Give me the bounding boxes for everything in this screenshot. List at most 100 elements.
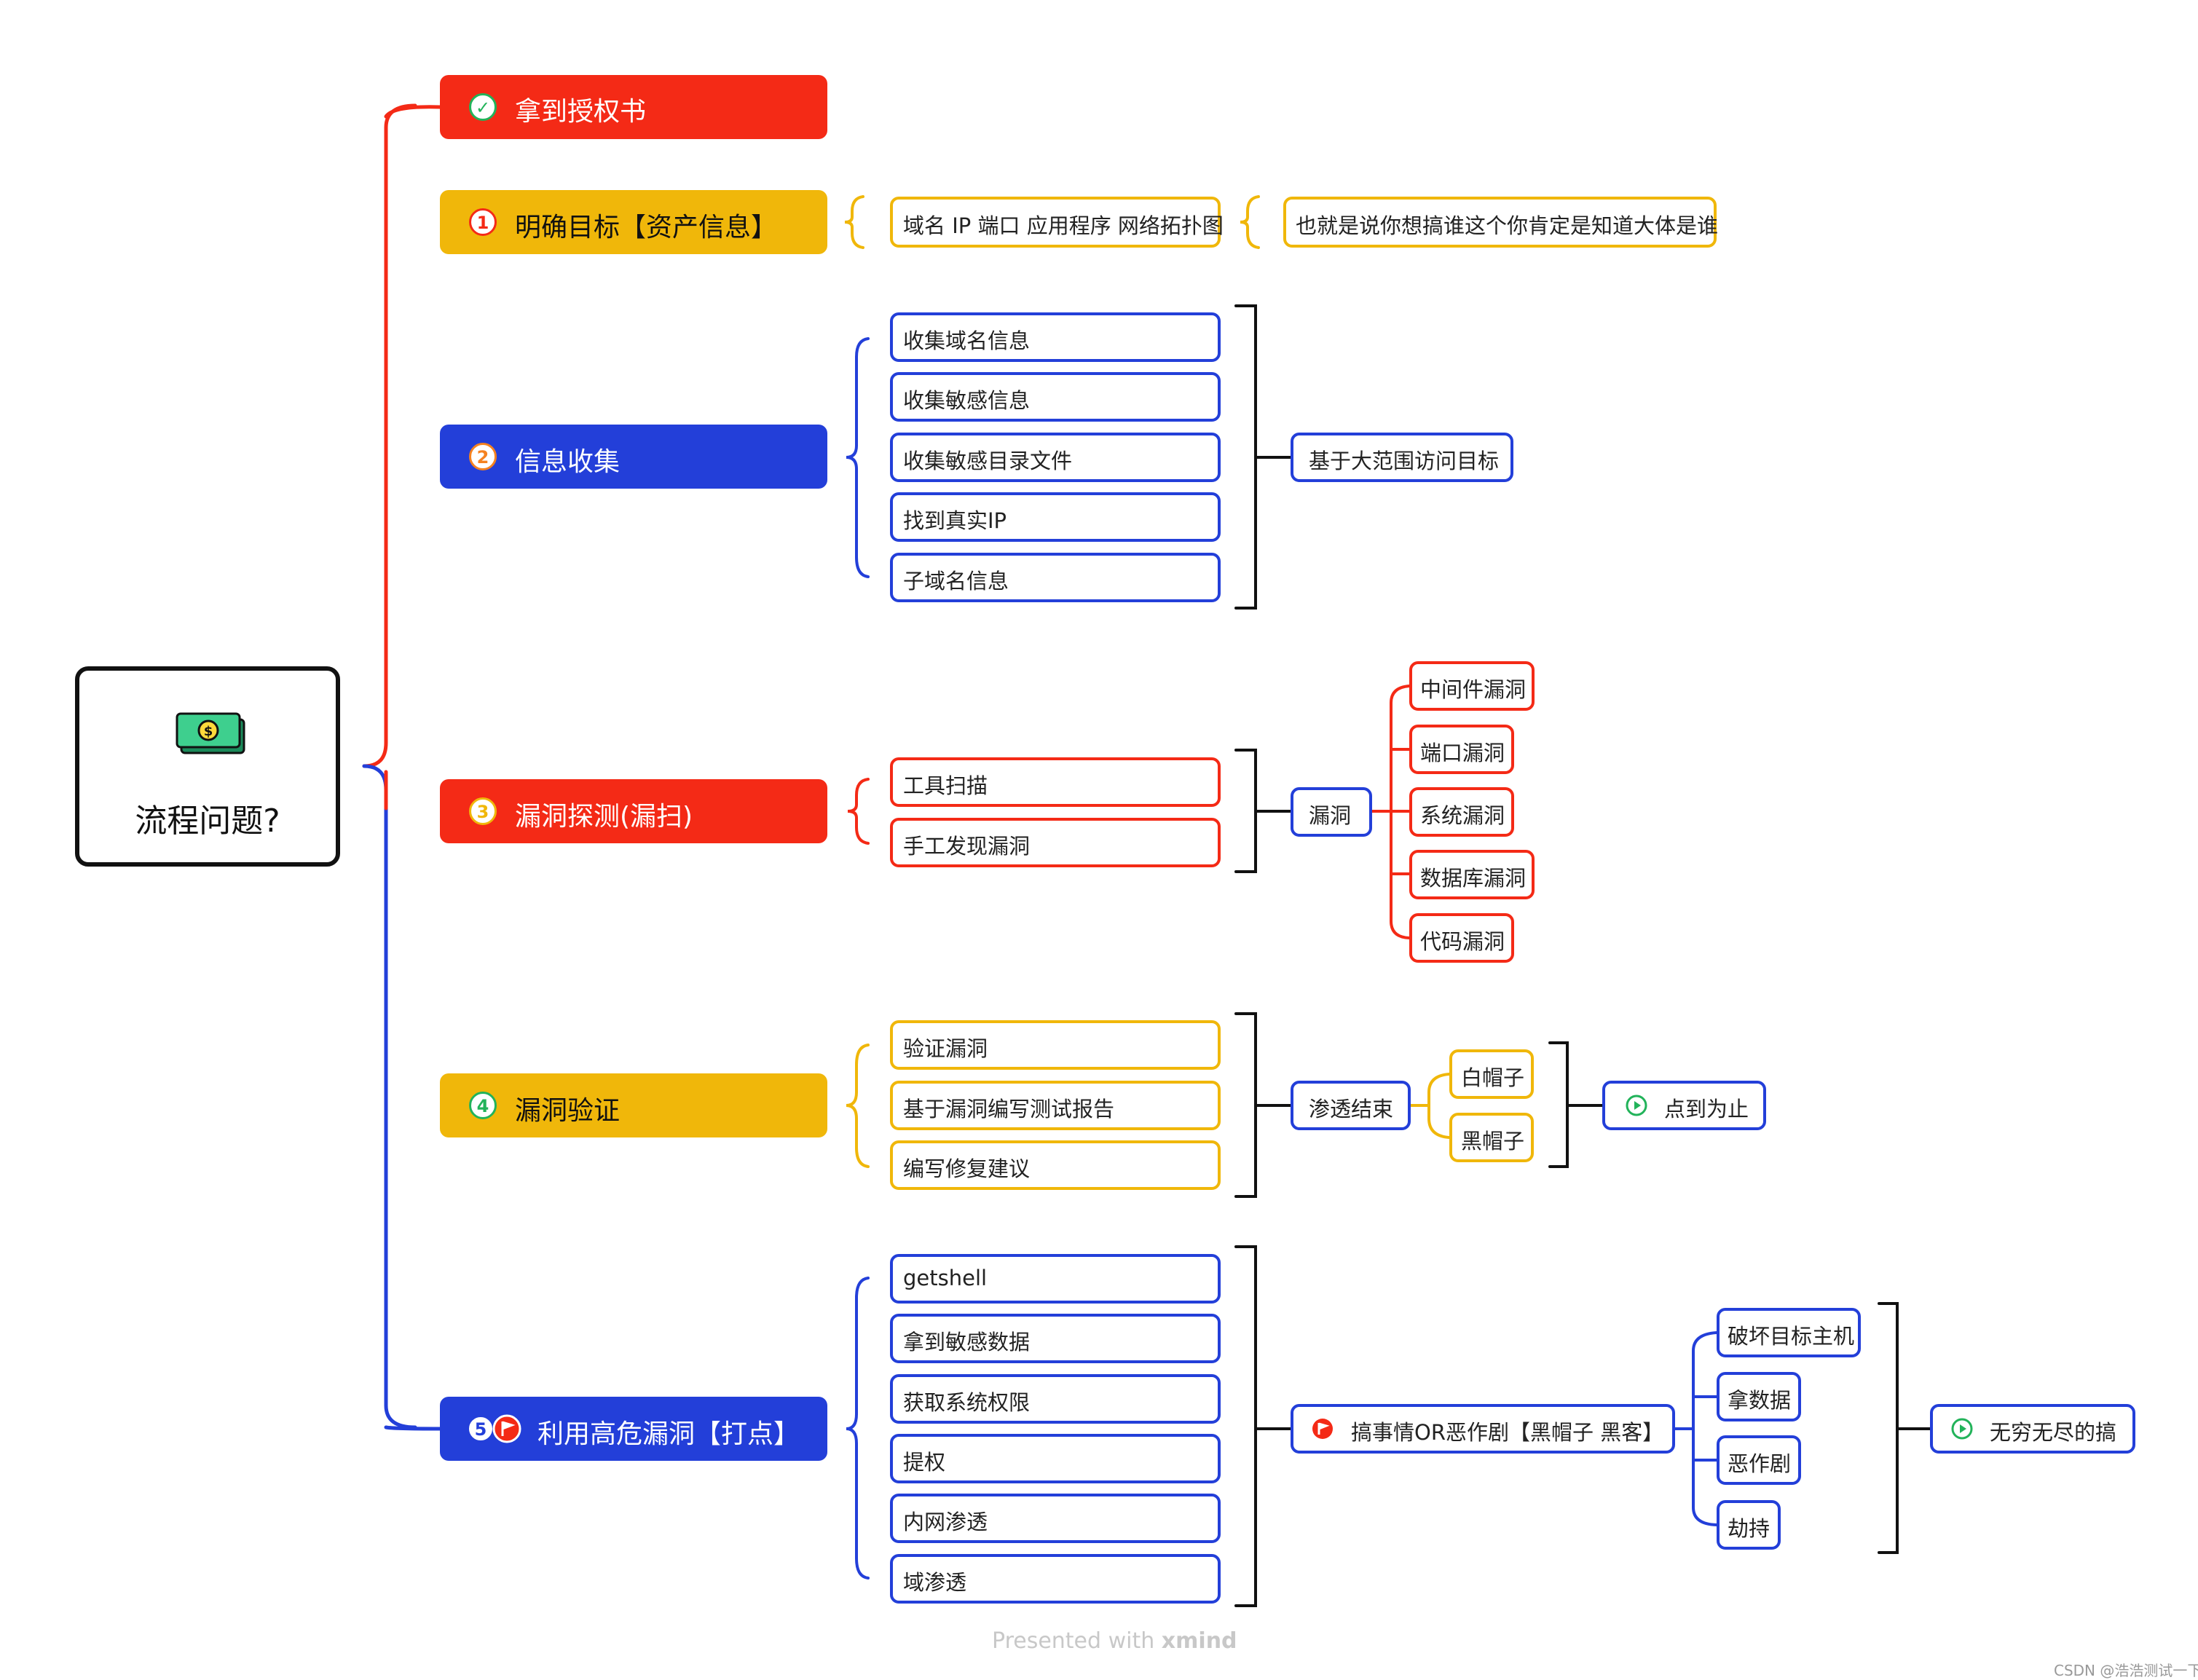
label-vuln-type: 中间件漏洞: [1420, 677, 1527, 702]
node-info-summary[interactable]: [1291, 433, 1513, 482]
label-verify-item: 验证漏洞: [903, 1036, 988, 1061]
label-stop-at-point: 点到为止: [1664, 1097, 1749, 1121]
curve-b5: [384, 1425, 442, 1431]
node-scan-method[interactable]: [890, 757, 1221, 807]
brace-b2: [846, 337, 870, 578]
branch-label-authorization: 拿到授权书: [515, 97, 647, 127]
bracket-b5: [1234, 1245, 1292, 1607]
label-hat: 白帽子: [1461, 1065, 1525, 1090]
branch-vuln-verify[interactable]: [440, 1073, 827, 1137]
label-vuln: 漏洞: [1309, 803, 1352, 828]
number-2-icon: 2: [469, 443, 497, 470]
label-vuln-type: 系统漏洞: [1420, 803, 1505, 828]
node-exploit-item[interactable]: [890, 1434, 1221, 1483]
bracket-b3: [1234, 749, 1292, 873]
label-exploit-item: getshell: [903, 1266, 988, 1290]
node-exploit-item[interactable]: [890, 1254, 1221, 1304]
branch-vuln-scan[interactable]: [440, 779, 827, 843]
branch-label-exploit: 利用高危漏洞【打点】: [537, 1419, 800, 1449]
node-exploit-item[interactable]: [890, 1494, 1221, 1543]
node-action[interactable]: [1717, 1372, 1801, 1421]
branch-label-info-gathering: 信息收集: [515, 447, 621, 477]
node-info-item[interactable]: [890, 372, 1221, 422]
curve-b0: [384, 105, 442, 119]
label-asset-types: 域名 IP 端口 应用程序 网络拓扑图: [903, 213, 1224, 238]
label-action: 拿数据: [1728, 1388, 1792, 1413]
node-verify-item[interactable]: [890, 1140, 1221, 1190]
number-4-icon: 4: [469, 1092, 497, 1119]
svg-text:$: $: [204, 724, 213, 739]
label-verify-item: 基于漏洞编写测试报告: [903, 1097, 1115, 1121]
node-hat[interactable]: [1449, 1113, 1534, 1162]
brace-b3: [847, 778, 870, 845]
number-1-icon: 1: [469, 208, 497, 236]
brace-b1-a: [844, 195, 864, 249]
branch-define-target[interactable]: [440, 190, 827, 254]
label-vuln-type: 端口漏洞: [1420, 741, 1505, 765]
node-vuln-type[interactable]: [1409, 661, 1535, 711]
bracket-b2: [1234, 304, 1292, 610]
node-mischief[interactable]: [1291, 1404, 1675, 1454]
node-hat[interactable]: [1449, 1049, 1534, 1099]
node-asset-types[interactable]: [890, 197, 1221, 248]
label-scan-method: 手工发现漏洞: [903, 834, 1031, 859]
label-vuln-type: 数据库漏洞: [1420, 866, 1527, 891]
node-exploit-item[interactable]: [890, 1314, 1221, 1363]
node-stop-at-point[interactable]: [1602, 1081, 1766, 1130]
flag-icon: [1312, 1419, 1333, 1439]
label-endless: 无穷无尽的搞: [1990, 1420, 2117, 1445]
label-info-item: 收集域名信息: [903, 328, 1031, 353]
label-pentest-end: 渗透结束: [1309, 1097, 1394, 1121]
branch-info-gathering[interactable]: [440, 425, 827, 489]
money-icon: $: [176, 712, 245, 754]
node-target-note[interactable]: [1283, 197, 1717, 248]
bracket-b5-end: [1878, 1302, 1931, 1554]
label-exploit-item: 提权: [903, 1450, 946, 1475]
label-vuln-type: 代码漏洞: [1420, 929, 1505, 954]
root-node[interactable]: $ 流程问题?: [75, 666, 340, 867]
xmind-logo: xmind: [1161, 1628, 1237, 1654]
node-verify-item[interactable]: [890, 1020, 1221, 1070]
node-action[interactable]: [1717, 1500, 1781, 1550]
label-mischief: 搞事情OR恶作剧【黑帽子 黑客】: [1351, 1420, 1664, 1445]
label-exploit-item: 域渗透: [903, 1570, 967, 1595]
bracket-b4: [1234, 1012, 1292, 1198]
branch-label-define-target: 明确目标【资产信息】: [515, 213, 778, 242]
branch-authorization[interactable]: [440, 75, 827, 139]
label-info-item: 子域名信息: [903, 569, 1009, 593]
bracket-b4-end: [1548, 1041, 1604, 1168]
node-vuln-type[interactable]: [1409, 850, 1535, 899]
presented-with-text: Presented with xmind: [992, 1628, 1237, 1654]
brace-b5: [846, 1277, 870, 1580]
node-vuln[interactable]: [1291, 787, 1372, 837]
presented-label: Presented with: [992, 1628, 1155, 1654]
node-info-item[interactable]: [890, 312, 1221, 362]
node-info-item[interactable]: [890, 492, 1221, 542]
brace-b1-b: [1240, 195, 1260, 249]
node-vuln-type[interactable]: [1409, 725, 1514, 774]
number-3-icon: 3: [469, 797, 497, 825]
node-info-item[interactable]: [890, 553, 1221, 602]
node-vuln-type[interactable]: [1409, 787, 1514, 837]
root-title: 流程问题?: [135, 802, 280, 840]
play-icon: [1626, 1095, 1647, 1116]
tree-b3-types: [1371, 685, 1411, 939]
label-action: 恶作剧: [1728, 1451, 1792, 1476]
label-target-note: 也就是说你想搞谁这个你肯定是知道大体是谁: [1296, 213, 1719, 238]
node-exploit-item[interactable]: [890, 1374, 1221, 1424]
node-vuln-type[interactable]: [1409, 913, 1514, 963]
label-action: 劫持: [1728, 1516, 1770, 1541]
tree-b4-hats: [1409, 1073, 1451, 1139]
node-action[interactable]: [1717, 1308, 1861, 1357]
node-scan-method[interactable]: [890, 818, 1221, 867]
play-icon: [1951, 1418, 1973, 1440]
node-pentest-end[interactable]: [1291, 1081, 1411, 1130]
trunk-blue: [362, 764, 417, 1429]
watermark: CSDN @浩浩测试一下: [2054, 1662, 2198, 1679]
node-verify-item[interactable]: [890, 1081, 1221, 1130]
label-info-item: 收集敏感信息: [903, 388, 1031, 413]
node-info-item[interactable]: [890, 433, 1221, 482]
label-action: 破坏目标主机: [1728, 1324, 1855, 1349]
node-action[interactable]: [1717, 1435, 1801, 1485]
node-exploit-item[interactable]: [890, 1554, 1221, 1604]
